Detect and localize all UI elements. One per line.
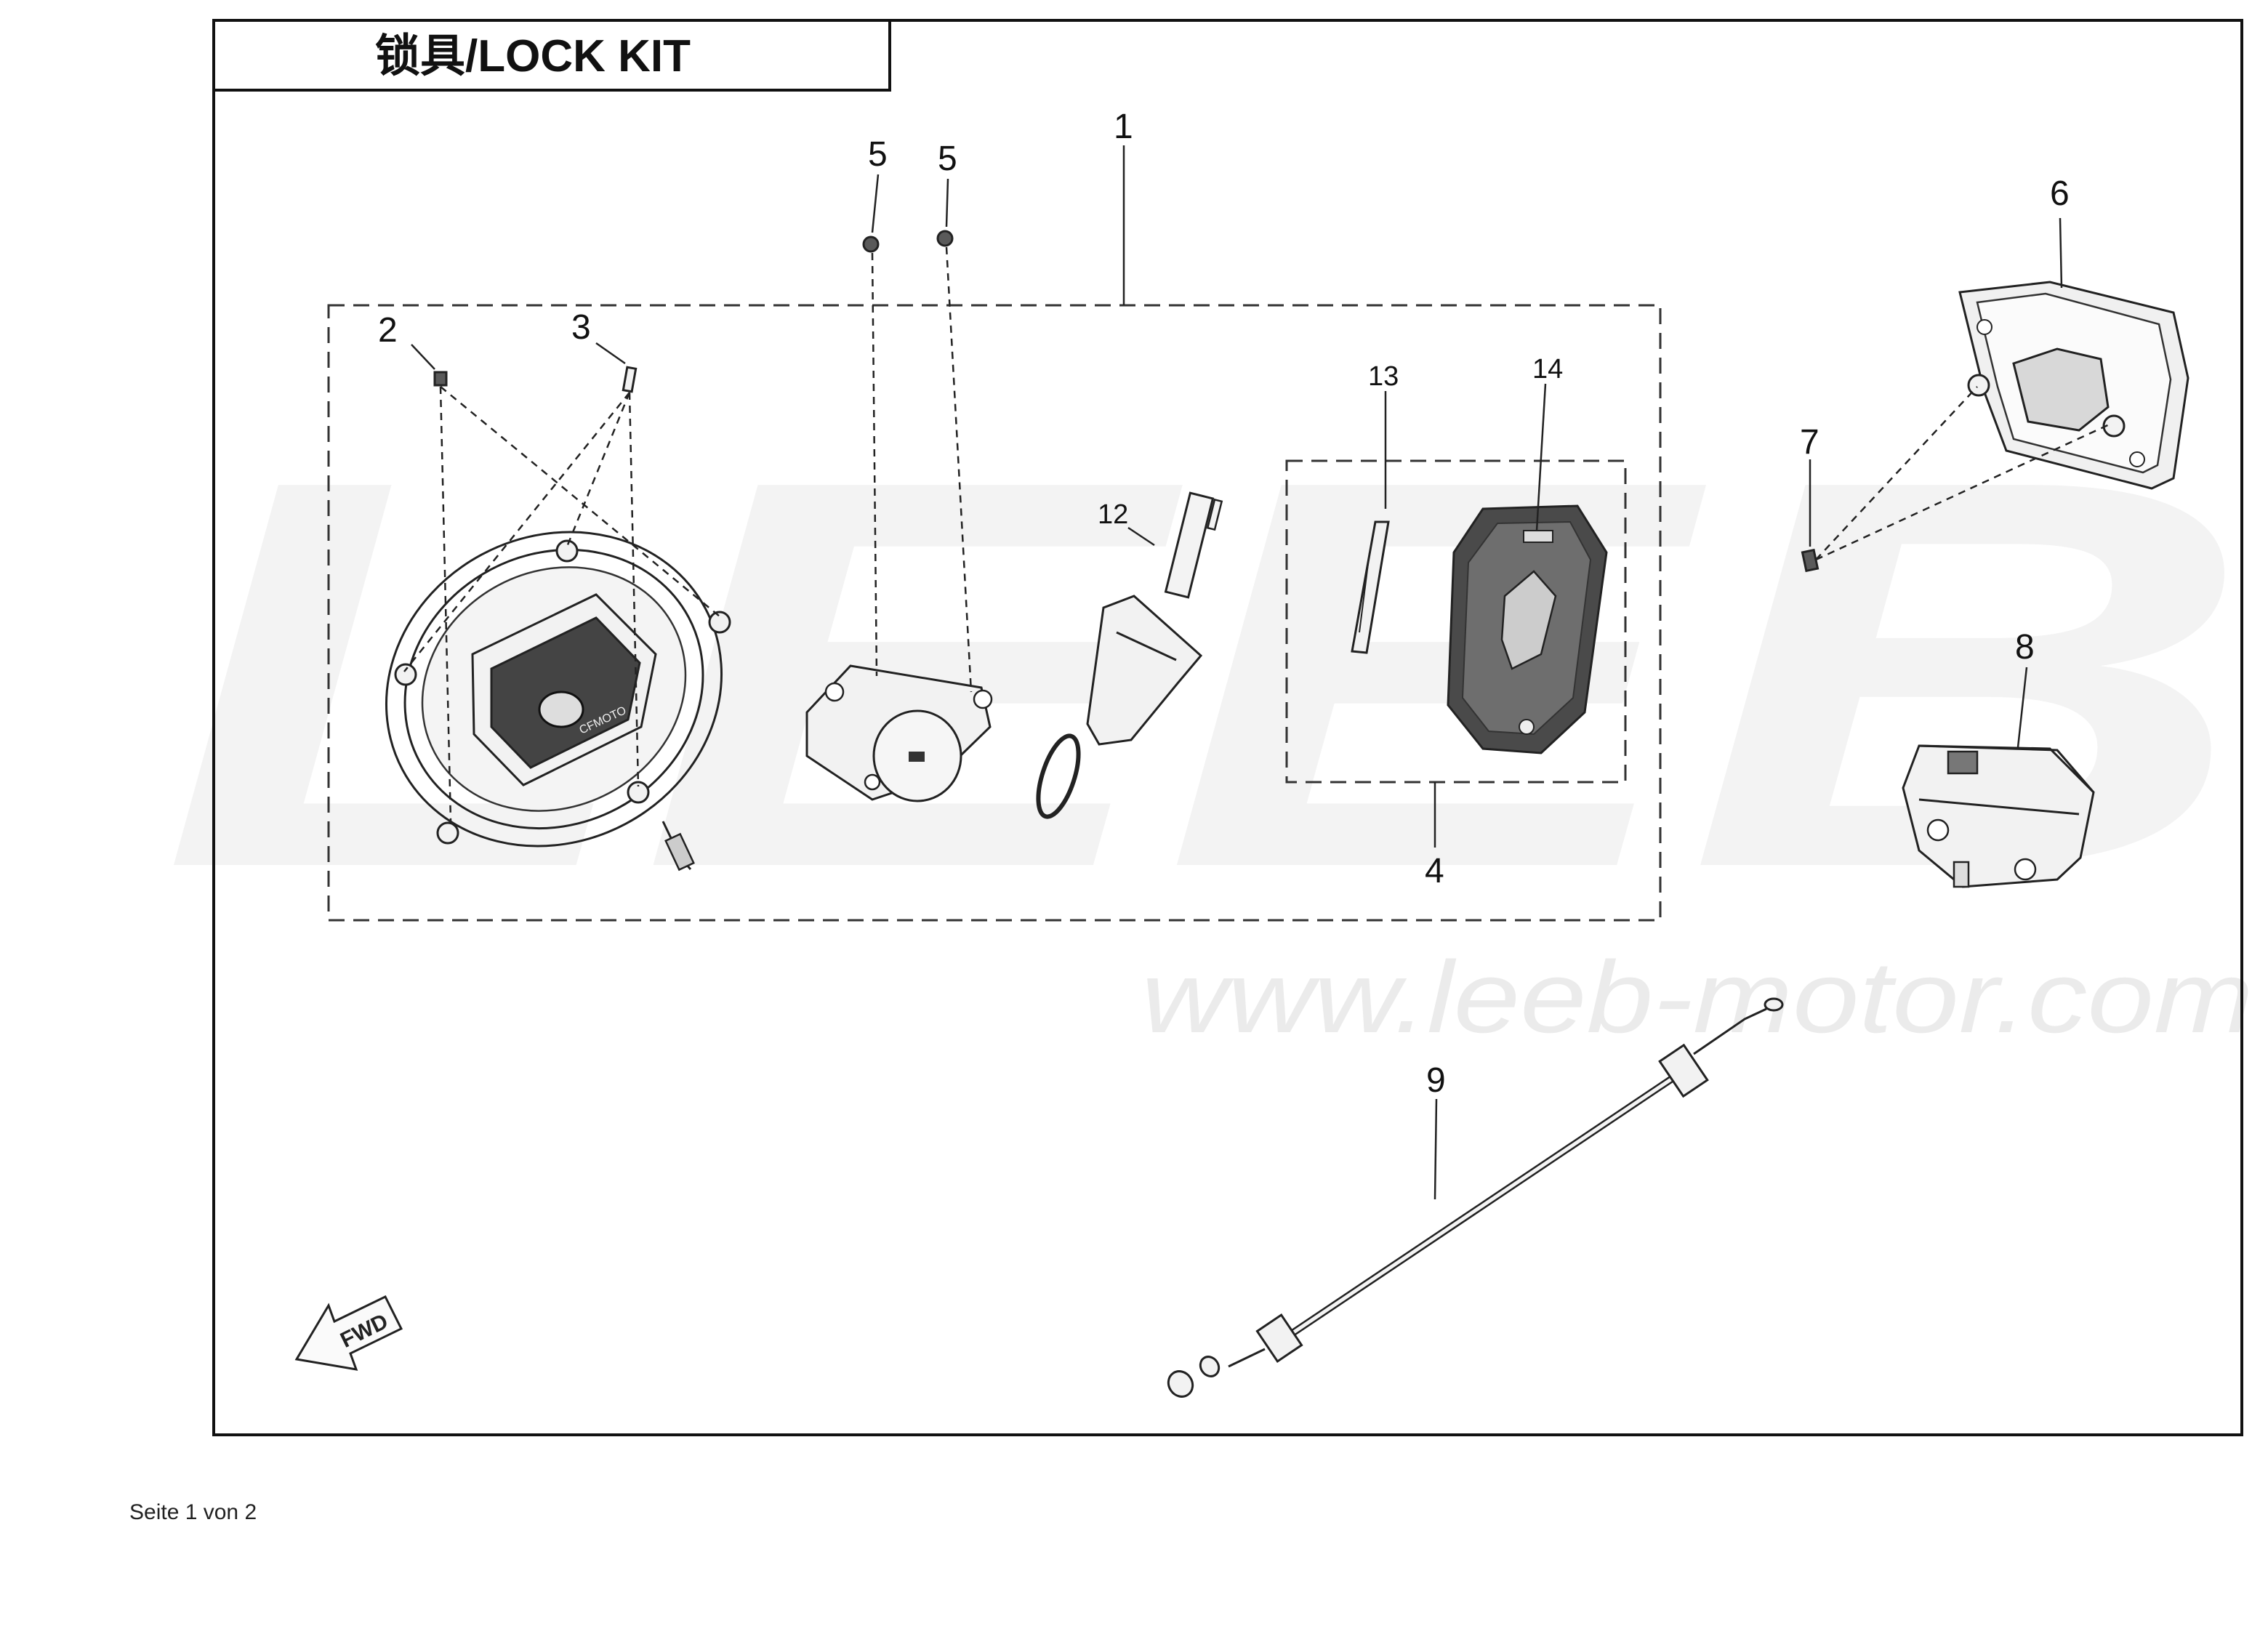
- o-ring: [1036, 733, 1081, 819]
- lock-module-part-6: [1958, 281, 2189, 490]
- key-fob-group-box: [1285, 459, 1627, 784]
- fuel-tank-cap: CFMOTO: [385, 531, 731, 872]
- screw-part-7: [1801, 548, 1819, 573]
- callout-7: 7: [1800, 423, 1819, 462]
- key-blade: [1351, 520, 1390, 654]
- watermark-url: www.leeb-motor.com: [1141, 940, 2253, 1054]
- diagram-frame: [212, 19, 2243, 1436]
- callout-6: 6: [2050, 174, 2070, 213]
- callout-1: 1: [1114, 108, 1133, 146]
- callouts: 1 2 3 4 5 5 6 7 8 9 12 13 14: [378, 108, 2070, 1100]
- callout-12: 12: [1098, 499, 1128, 530]
- page-footer: Seite 1 von 2: [129, 1500, 257, 1524]
- key-fob: [1447, 504, 1608, 754]
- callout-3: 3: [571, 308, 591, 347]
- callout-5b: 5: [938, 140, 957, 178]
- callout-9: 9: [1426, 1061, 1446, 1100]
- diagram-title: 锁具/LOCK KIT: [375, 31, 691, 81]
- seat-lock-actuator-part-8: [1902, 744, 2095, 888]
- seat-lock-cable-part-9: [1167, 997, 1784, 1398]
- ignition-lock-housing: [805, 664, 993, 802]
- callout-4: 4: [1425, 852, 1444, 890]
- lock-set-group-box: [327, 304, 1662, 922]
- callout-5a: 5: [868, 135, 888, 174]
- callout-2: 2: [378, 311, 398, 350]
- screw-part-2: [433, 371, 448, 387]
- screw-part-3: [622, 366, 638, 393]
- nut-part-5a: [862, 236, 880, 253]
- ignition-key: [1086, 491, 1223, 746]
- callout-8: 8: [2015, 628, 2035, 667]
- forward-direction-arrow: FWD: [294, 1295, 403, 1371]
- callout-13: 13: [1368, 361, 1399, 392]
- title-box: 锁具/LOCK KIT: [214, 20, 891, 92]
- callout-14: 14: [1532, 354, 1563, 385]
- leader-lines: [403, 145, 2113, 1200]
- nut-part-5b: [936, 230, 954, 247]
